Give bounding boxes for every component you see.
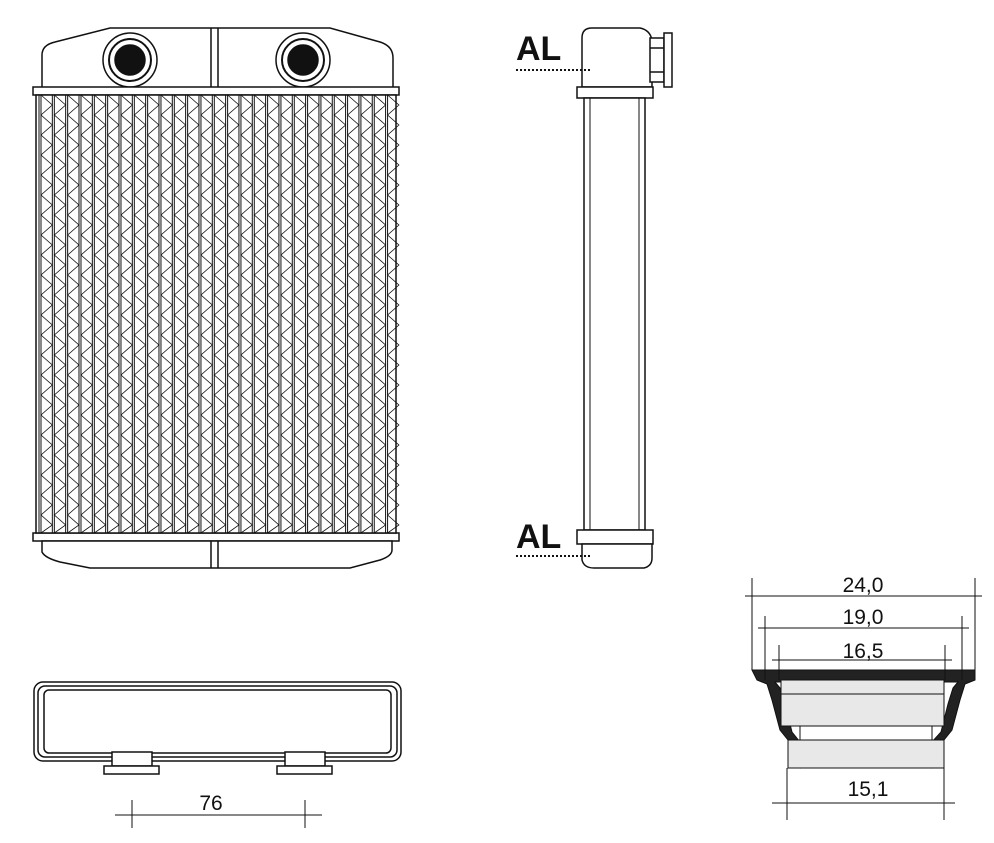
- core-tubes: [38, 94, 400, 534]
- core-fin: [147, 94, 160, 534]
- core-fin: [346, 94, 360, 534]
- connector-bore: [799, 725, 933, 741]
- dimension-pipe-spacing: [115, 800, 322, 828]
- front-view: [32, 27, 400, 569]
- connector-sleeve-top: [780, 679, 945, 695]
- connector-sleeve-mid: [780, 693, 945, 727]
- side-pipe-stub: [649, 37, 665, 83]
- core-fin: [213, 94, 227, 534]
- core-fin: [120, 94, 133, 534]
- bottom-pipe-right: [276, 751, 333, 775]
- core-fin: [67, 94, 80, 534]
- core-fin: [200, 94, 213, 534]
- core-fin: [373, 94, 387, 534]
- bottom-tank: [41, 540, 393, 569]
- core-fin: [360, 94, 373, 534]
- side-view: [576, 27, 673, 569]
- connector-section: [751, 669, 976, 769]
- dimension-label-outer: 24,0: [843, 574, 884, 597]
- material-label-top: AL: [516, 30, 561, 68]
- top-header-plate: [32, 86, 400, 96]
- inlet-port-right: [275, 32, 331, 88]
- connector-tube: [787, 739, 945, 769]
- material-label-bottom: AL: [516, 518, 561, 556]
- core-fin: [53, 94, 67, 534]
- bottom-header-plate: [32, 532, 400, 542]
- side-bottom-tank: [581, 543, 653, 569]
- core-fin: [267, 94, 280, 534]
- core-fin: [93, 94, 107, 534]
- core-fin: [173, 94, 187, 534]
- bottom-pipe-left: [103, 751, 160, 775]
- core-fin: [107, 94, 120, 534]
- core-fin: [306, 94, 320, 534]
- core-fin: [293, 94, 307, 534]
- core-fin: [253, 94, 267, 534]
- side-top-header: [576, 86, 654, 99]
- bottom-view: [33, 681, 402, 775]
- core-fin: [80, 94, 93, 534]
- dimension-label-pipe-spacing: 76: [199, 792, 222, 815]
- core-fin: [133, 94, 147, 534]
- side-core: [583, 97, 646, 531]
- material-callout-top: AL: [516, 30, 592, 71]
- core-fin: [333, 94, 347, 534]
- core-fin: [240, 94, 253, 534]
- dimension-label-inner: 16,5: [843, 640, 884, 663]
- bottom-view-inner: [43, 689, 392, 754]
- core-fin: [227, 94, 240, 534]
- core-fin: [160, 94, 173, 534]
- dimension-label-flange: 19,0: [843, 606, 884, 629]
- material-callout-bottom: AL: [516, 518, 592, 557]
- core-fin: [187, 94, 200, 534]
- dimension-label-tube: 15,1: [848, 778, 889, 801]
- connector-dimension-lines: [745, 578, 982, 820]
- side-bottom-header: [576, 529, 654, 545]
- core-fin: [386, 94, 400, 534]
- inlet-port-left: [102, 32, 158, 88]
- core-fin: [320, 94, 333, 534]
- core-fin: [280, 94, 293, 534]
- side-top-tank: [581, 27, 653, 88]
- core-fin: [40, 94, 53, 534]
- connector-gasket: [751, 669, 976, 769]
